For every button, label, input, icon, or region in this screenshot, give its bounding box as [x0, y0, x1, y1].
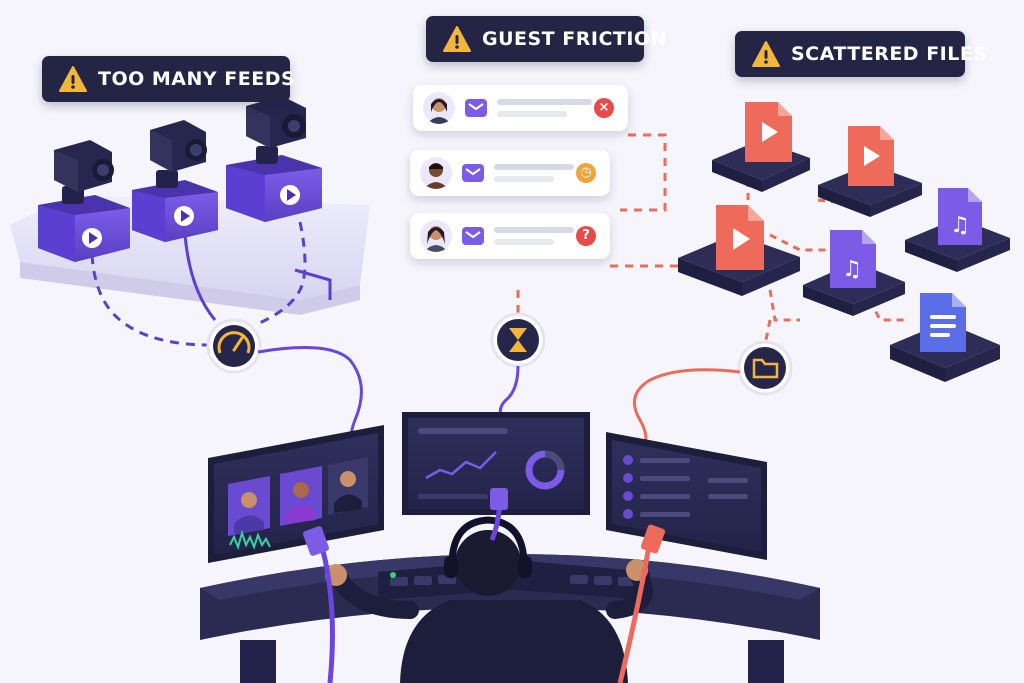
banner-guest-friction: GUEST FRICTION — [426, 16, 666, 62]
mail-icon — [462, 227, 484, 245]
avatar — [423, 92, 455, 124]
play-icon — [89, 232, 98, 244]
video-tile — [228, 476, 270, 536]
hourglass-node — [490, 312, 546, 368]
speedometer-node — [206, 318, 262, 374]
camera-icon — [156, 170, 178, 188]
mail-icon — [462, 164, 484, 182]
status-error-icon: × — [594, 98, 614, 118]
monitor-video-feeds — [208, 425, 384, 563]
camera-3 — [226, 96, 322, 222]
guest-card-3: ? — [410, 213, 610, 259]
desk — [200, 554, 820, 683]
avatar — [420, 220, 452, 252]
guest-card-2: ◷ — [410, 150, 610, 196]
status-pending-icon: ◷ — [576, 163, 596, 183]
banner-scattered-files: SCATTERED FILES — [735, 31, 987, 77]
banner-label: TOO MANY FEEDS — [98, 68, 296, 90]
headphones-icon — [448, 516, 528, 566]
avatar — [420, 157, 452, 189]
video-file-icon — [716, 205, 764, 270]
folder-node — [737, 340, 793, 396]
svg-text:♫: ♫ — [842, 257, 862, 282]
connector-center — [490, 488, 508, 510]
guest-card-1: × — [413, 85, 628, 131]
warning-icon — [443, 26, 471, 52]
banner-label: GUEST FRICTION — [482, 28, 667, 50]
speedometer-icon — [217, 331, 251, 354]
connector-purple — [303, 526, 329, 556]
play-icon — [181, 210, 190, 222]
banner-label: SCATTERED FILES — [791, 43, 988, 65]
held-cable-purple — [317, 539, 335, 683]
camera-2 — [132, 120, 218, 242]
document-file-icon — [920, 293, 966, 352]
connector-coral — [640, 524, 666, 554]
audio-waveform — [229, 529, 271, 551]
camera-icon — [256, 146, 278, 164]
video-file-icon — [745, 102, 792, 162]
banner-too-many-feeds: TOO MANY FEEDS — [42, 56, 295, 102]
video-tile — [328, 457, 368, 515]
video-tile — [280, 466, 322, 526]
camera-1 — [38, 140, 130, 262]
video-file-icon — [848, 126, 894, 186]
warning-icon — [59, 66, 87, 92]
operator — [303, 488, 666, 683]
folder-icon — [752, 358, 779, 379]
play-icon — [287, 189, 296, 201]
status-question-icon: ? — [576, 226, 596, 246]
monitor-file-list — [606, 432, 767, 560]
svg-text:♫: ♫ — [950, 213, 970, 238]
music-file-icon: ♫ — [830, 230, 876, 288]
monitor-analytics — [402, 412, 590, 515]
hourglass-icon — [509, 328, 527, 352]
held-cable-coral — [617, 539, 653, 683]
camera-cables — [90, 221, 332, 347]
music-file-icon: ♫ — [938, 188, 982, 245]
cable-files-to-monitor — [632, 368, 741, 461]
warning-icon — [752, 41, 780, 67]
mail-icon — [465, 99, 487, 117]
